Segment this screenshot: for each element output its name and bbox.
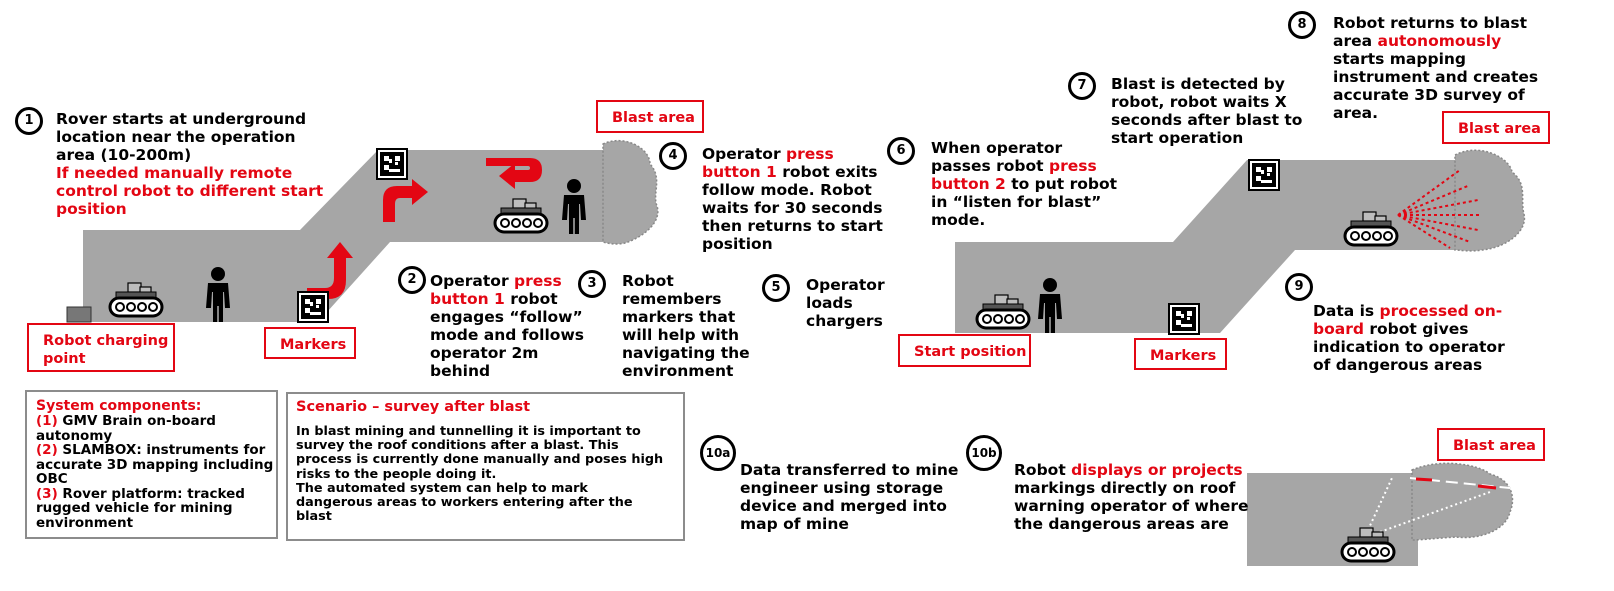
scenario-body: In blast mining and tunnelling it is imp… (296, 424, 664, 525)
step-6-text: When operator passes robot press button … (931, 139, 1118, 229)
start-position-label: Start position (898, 334, 1031, 367)
step-1-number: 1 (15, 107, 43, 135)
charging-station-icon (66, 306, 92, 323)
tunnel-2 (955, 149, 1526, 333)
step-2-number: 2 (398, 266, 426, 294)
scenario-title: Scenario – survey after blast (296, 399, 531, 415)
markers-label: Markers (1134, 338, 1227, 370)
markers-label: Markers (264, 327, 356, 359)
blast-area-label: Blast area (1442, 111, 1550, 144)
aruco-marker-icon (1168, 303, 1200, 335)
step-10a-text: Data transferred to mine engineer using … (740, 461, 959, 533)
step-7-text: Blast is detected by robot, robot waits … (1111, 75, 1303, 147)
system-component-3: (3) Rover platform: tracked rugged vehic… (36, 485, 245, 531)
step-9-text: Data is processed on- board robot gives … (1313, 302, 1505, 374)
step-8-text: Robot returns to blast area autonomously… (1333, 14, 1539, 122)
system-component-2: (2) SLAMBOX: instruments for accurate 3D… (36, 442, 274, 487)
scan-rays (1397, 169, 1480, 249)
system-component-1: (1) GMV Brain on-board autonomy (36, 413, 216, 444)
step-10b-number: 10b (966, 435, 1002, 471)
step-7-number: 7 (1068, 72, 1096, 100)
step-1-text: Rover starts at underground location nea… (56, 110, 324, 218)
robot-charging-point-label: Robot charging point (27, 323, 175, 372)
step-10a-number: 10a (700, 435, 736, 471)
aruco-marker-icon (297, 291, 329, 323)
blast-area-label: Blast area (1437, 428, 1545, 461)
step-5-number: 5 (762, 274, 790, 302)
step-4-number: 4 (659, 142, 687, 170)
blast-area-label: Blast area (596, 100, 704, 133)
red-arrow-icon (486, 158, 542, 189)
aruco-marker-icon (376, 148, 408, 180)
system-components-title: System components: (36, 398, 202, 414)
red-arrow-icon (307, 242, 353, 299)
step-3-text: Robot remembers markers that will help w… (622, 272, 750, 380)
step-2-text: Operator press button 1 robot engages “f… (430, 272, 585, 380)
aruco-marker-icon (1248, 159, 1280, 191)
system-components-box: System components: (1) GMV Brain on-boar… (25, 390, 278, 539)
step-5-text: Operator loads chargers (806, 276, 885, 330)
step-4-text: Operator press button 1 robot exits foll… (702, 145, 883, 253)
step-3-number: 3 (578, 270, 606, 298)
scenario-box: Scenario – survey after blast In blast m… (286, 392, 685, 541)
step-6-number: 6 (887, 137, 915, 165)
red-arrow-icon (383, 179, 428, 222)
step-9-number: 9 (1285, 273, 1313, 301)
step-8-number: 8 (1288, 11, 1316, 39)
step-10b-text: Robot displays or projects markings dire… (1014, 461, 1249, 533)
